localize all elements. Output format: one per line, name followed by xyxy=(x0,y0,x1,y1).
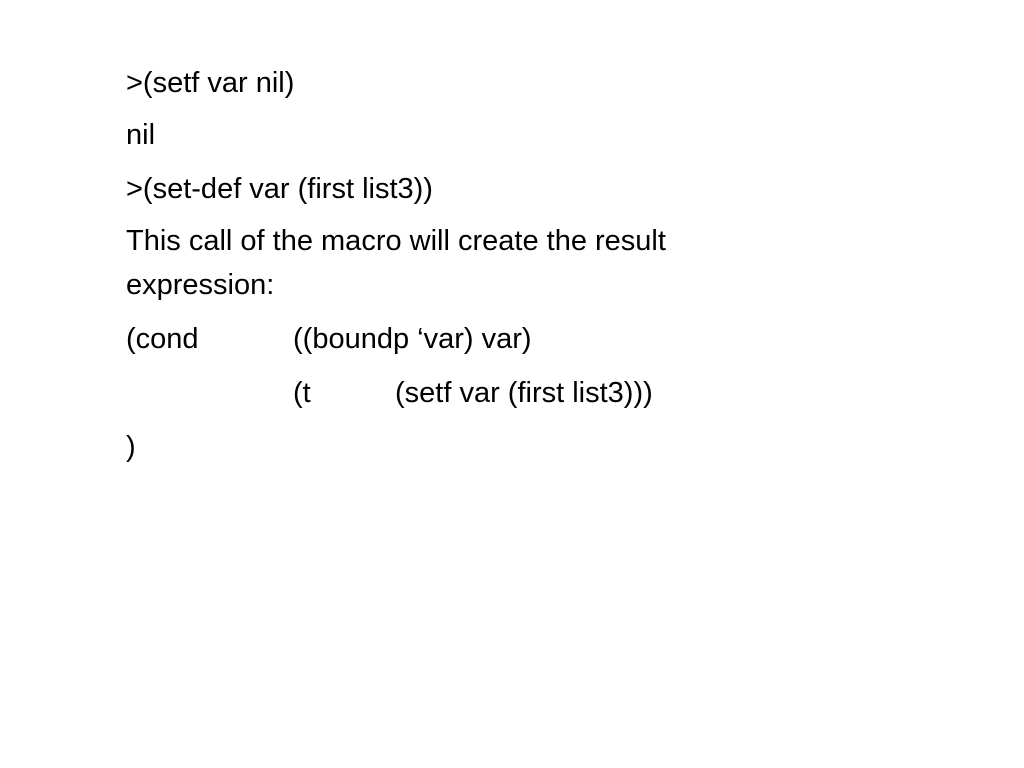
code-line-set-def: >(set-def var (first list3)) xyxy=(126,173,433,205)
code-closing-paren: ) xyxy=(126,431,136,463)
explanation-line-1: This call of the macro will create the r… xyxy=(126,225,666,257)
code-line-setf: >(setf var nil) xyxy=(126,67,295,99)
code-cond-clause-2-body: (setf var (first list3))) xyxy=(395,377,653,409)
code-cond-keyword: (cond xyxy=(126,323,199,355)
result-line-nil: nil xyxy=(126,119,156,151)
code-cond-clause-2-head: (t xyxy=(293,377,311,409)
explanation-line-2: expression: xyxy=(126,269,275,301)
code-cond-clause-1: ((boundp ‘var) var) xyxy=(293,323,532,355)
